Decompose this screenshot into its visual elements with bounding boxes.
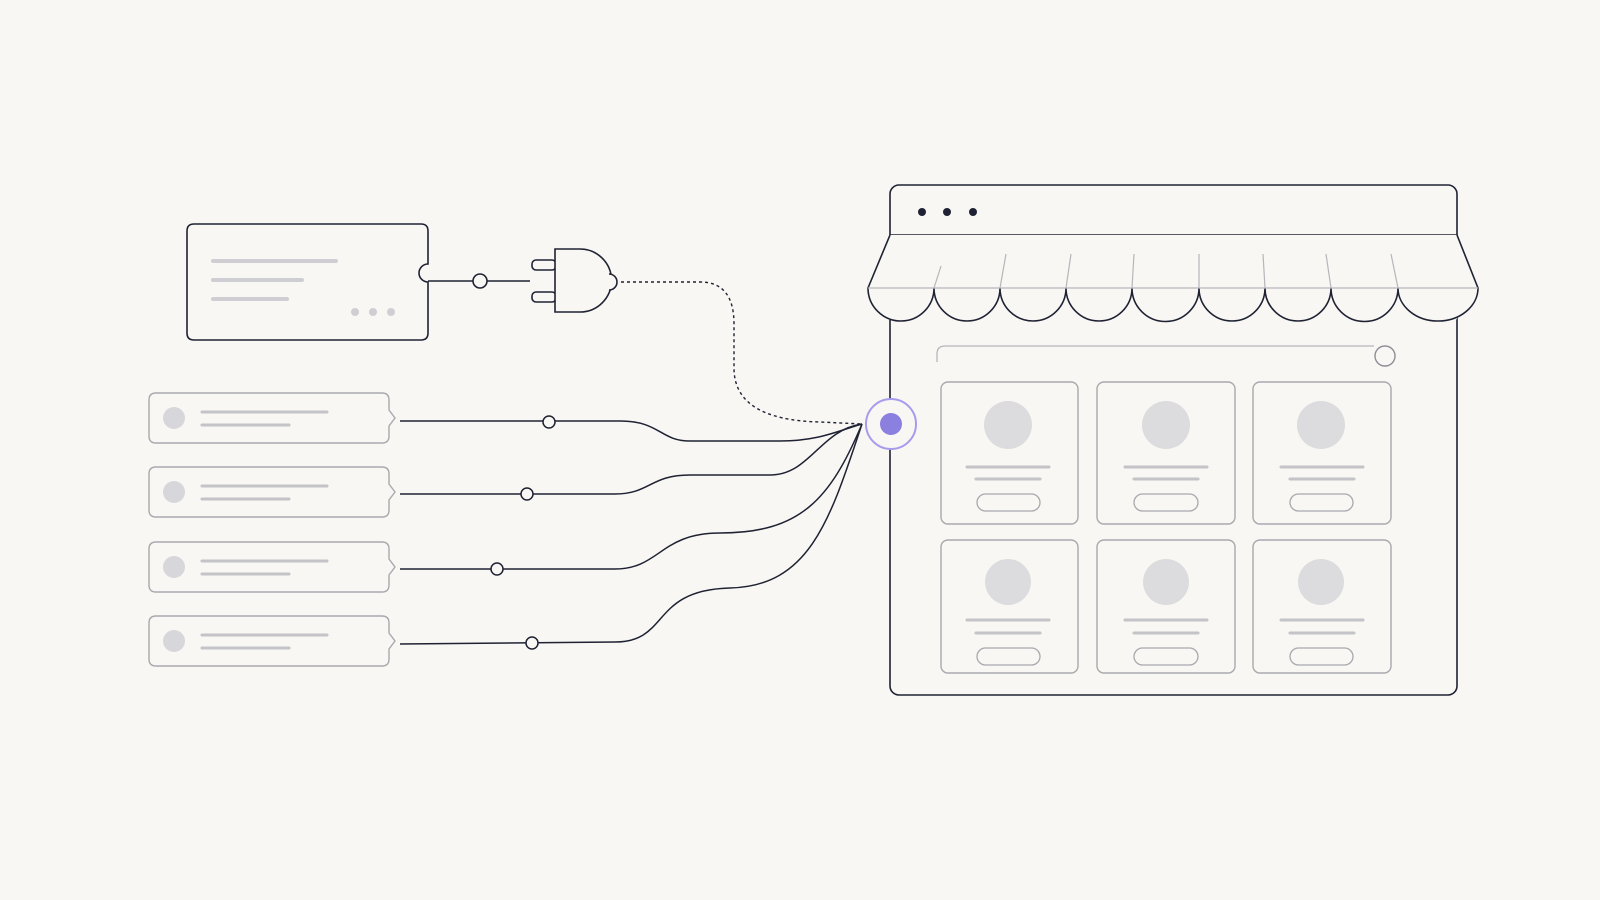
list-item — [148, 615, 396, 667]
list-avatar — [163, 481, 185, 503]
list-avatar — [163, 556, 185, 578]
connection-node-icon[interactable] — [865, 398, 917, 450]
storefront-awning — [867, 234, 1479, 323]
list-item — [148, 466, 396, 518]
plug-icon — [531, 248, 618, 313]
connector-node — [520, 487, 534, 501]
dashed-cable — [621, 281, 863, 425]
product-image-placeholder — [1142, 401, 1190, 449]
product-image-placeholder — [985, 559, 1031, 605]
product-image-placeholder — [984, 401, 1032, 449]
product-button[interactable] — [976, 647, 1041, 666]
product-card[interactable] — [1096, 539, 1236, 674]
product-image-placeholder — [1298, 559, 1344, 605]
product-card[interactable] — [1252, 381, 1392, 525]
search-icon[interactable] — [1374, 345, 1396, 367]
window-dot — [969, 208, 977, 216]
list-cable — [400, 420, 863, 442]
storefront-window — [867, 184, 1479, 696]
card-dot — [351, 308, 359, 316]
list-cable — [400, 423, 863, 570]
product-button[interactable] — [1133, 647, 1199, 666]
product-button[interactable] — [1289, 493, 1354, 512]
list-item — [148, 392, 396, 444]
product-card[interactable] — [1096, 381, 1236, 525]
connector-node — [542, 415, 556, 429]
search-bar[interactable] — [936, 345, 1374, 362]
product-card[interactable] — [940, 539, 1079, 674]
product-image-placeholder — [1143, 559, 1189, 605]
card-dot — [387, 308, 395, 316]
list-avatar — [163, 630, 185, 652]
awning-scallops — [867, 234, 1479, 323]
product-card[interactable] — [1252, 539, 1392, 674]
product-image-placeholder — [1297, 401, 1345, 449]
connector-node — [525, 636, 539, 650]
product-button[interactable] — [1289, 647, 1354, 666]
window-dot — [918, 208, 926, 216]
list-item — [148, 541, 396, 593]
card-dot — [369, 308, 377, 316]
window-dot — [943, 208, 951, 216]
ticket-card-outline — [186, 223, 429, 341]
list-cable — [400, 423, 863, 495]
product-button[interactable] — [1133, 493, 1199, 512]
list-cable — [399, 423, 863, 645]
product-button[interactable] — [976, 493, 1041, 512]
connector-node — [472, 273, 488, 289]
product-card[interactable] — [940, 381, 1079, 525]
integration-card — [186, 223, 429, 341]
list-avatar — [163, 407, 185, 429]
connector-node — [490, 562, 504, 576]
